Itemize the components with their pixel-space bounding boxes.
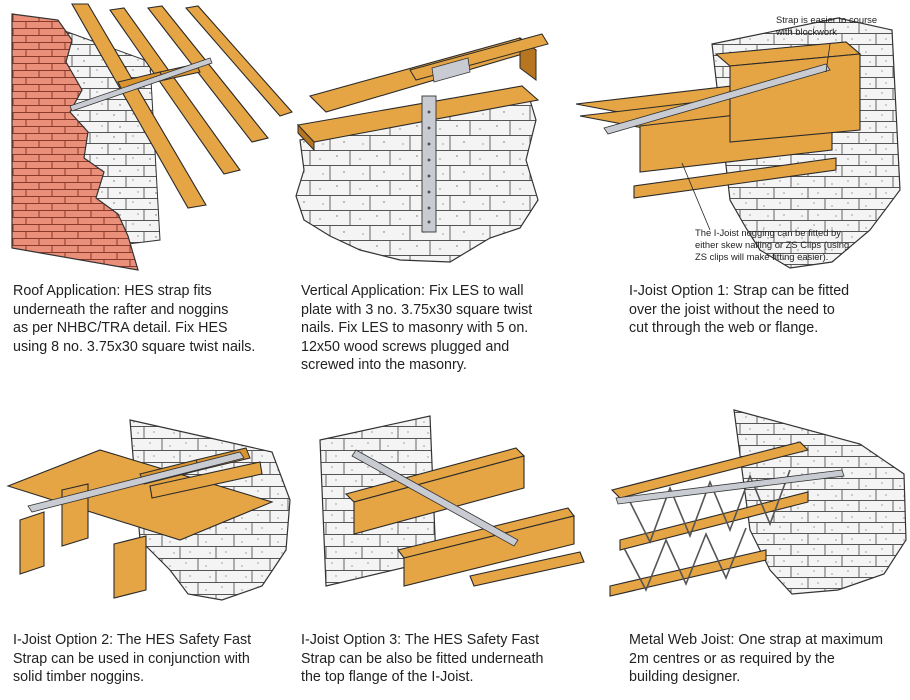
- ijoist-option2-panel: I-Joist Option 2: The HES Safety Fast St…: [0, 390, 300, 700]
- roof-application-panel: Roof Application: HES strap fits underne…: [0, 0, 300, 380]
- hes-strap: [615, 469, 845, 505]
- i-joists: [575, 41, 862, 199]
- hes-strap: [69, 57, 213, 112]
- ijoist-option1-caption: I-Joist Option 1: Strap can be fitted ov…: [629, 283, 850, 337]
- hes-strap: [27, 451, 245, 513]
- blockwork-wall: [733, 409, 907, 595]
- hes-strap: [351, 449, 519, 547]
- ijoist-option1-panel: Strap is easier to course with blockwork…: [570, 0, 910, 380]
- fixing-plate: [431, 57, 471, 83]
- metal-webs: [623, 469, 791, 592]
- ijoist-option3-panel: I-Joist Option 3: The HES Safety Fast St…: [290, 390, 600, 700]
- brick-wall: [11, 13, 139, 271]
- metal-web-joist-caption: Metal Web Joist: One strap at maximum 2m…: [629, 632, 883, 686]
- note-top-leader: [825, 43, 831, 73]
- les-strap: [421, 95, 437, 233]
- vertical-application-panel: Vertical Application: Fix LES to wall pl…: [290, 0, 600, 380]
- ijoist-option3-caption: I-Joist Option 3: The HES Safety Fast St…: [301, 632, 544, 686]
- ijoist-option3-illustration: [319, 415, 585, 587]
- ijoist-option2-illustration: [6, 419, 291, 601]
- ijoist-option1-illustration: [575, 17, 901, 269]
- ijoist-option1-note-top: Strap is easier to course with blockwork: [776, 14, 878, 37]
- roof-application-caption: Roof Application: HES strap fits underne…: [13, 283, 256, 355]
- ijoist-option2-caption: I-Joist Option 2: The HES Safety Fast St…: [13, 632, 252, 686]
- ijoist-option1-note-bottom: The I-Joist nogging can be fitted by eit…: [695, 227, 850, 262]
- metal-web-joist-panel: Metal Web Joist: One strap at maximum 2m…: [570, 390, 910, 700]
- metal-web-joist-illustration: [609, 409, 907, 597]
- masonry-wall: [295, 99, 539, 263]
- note-bottom-leader: [681, 162, 711, 231]
- vertical-application-illustration: [295, 33, 549, 263]
- i-joists: [344, 447, 585, 587]
- roof-application-illustration: [11, 3, 293, 271]
- rafters: [71, 3, 293, 209]
- i-joists: [6, 449, 274, 599]
- vertical-application-caption: Vertical Application: Fix LES to wall pl…: [301, 283, 533, 374]
- hes-strap: [603, 63, 831, 135]
